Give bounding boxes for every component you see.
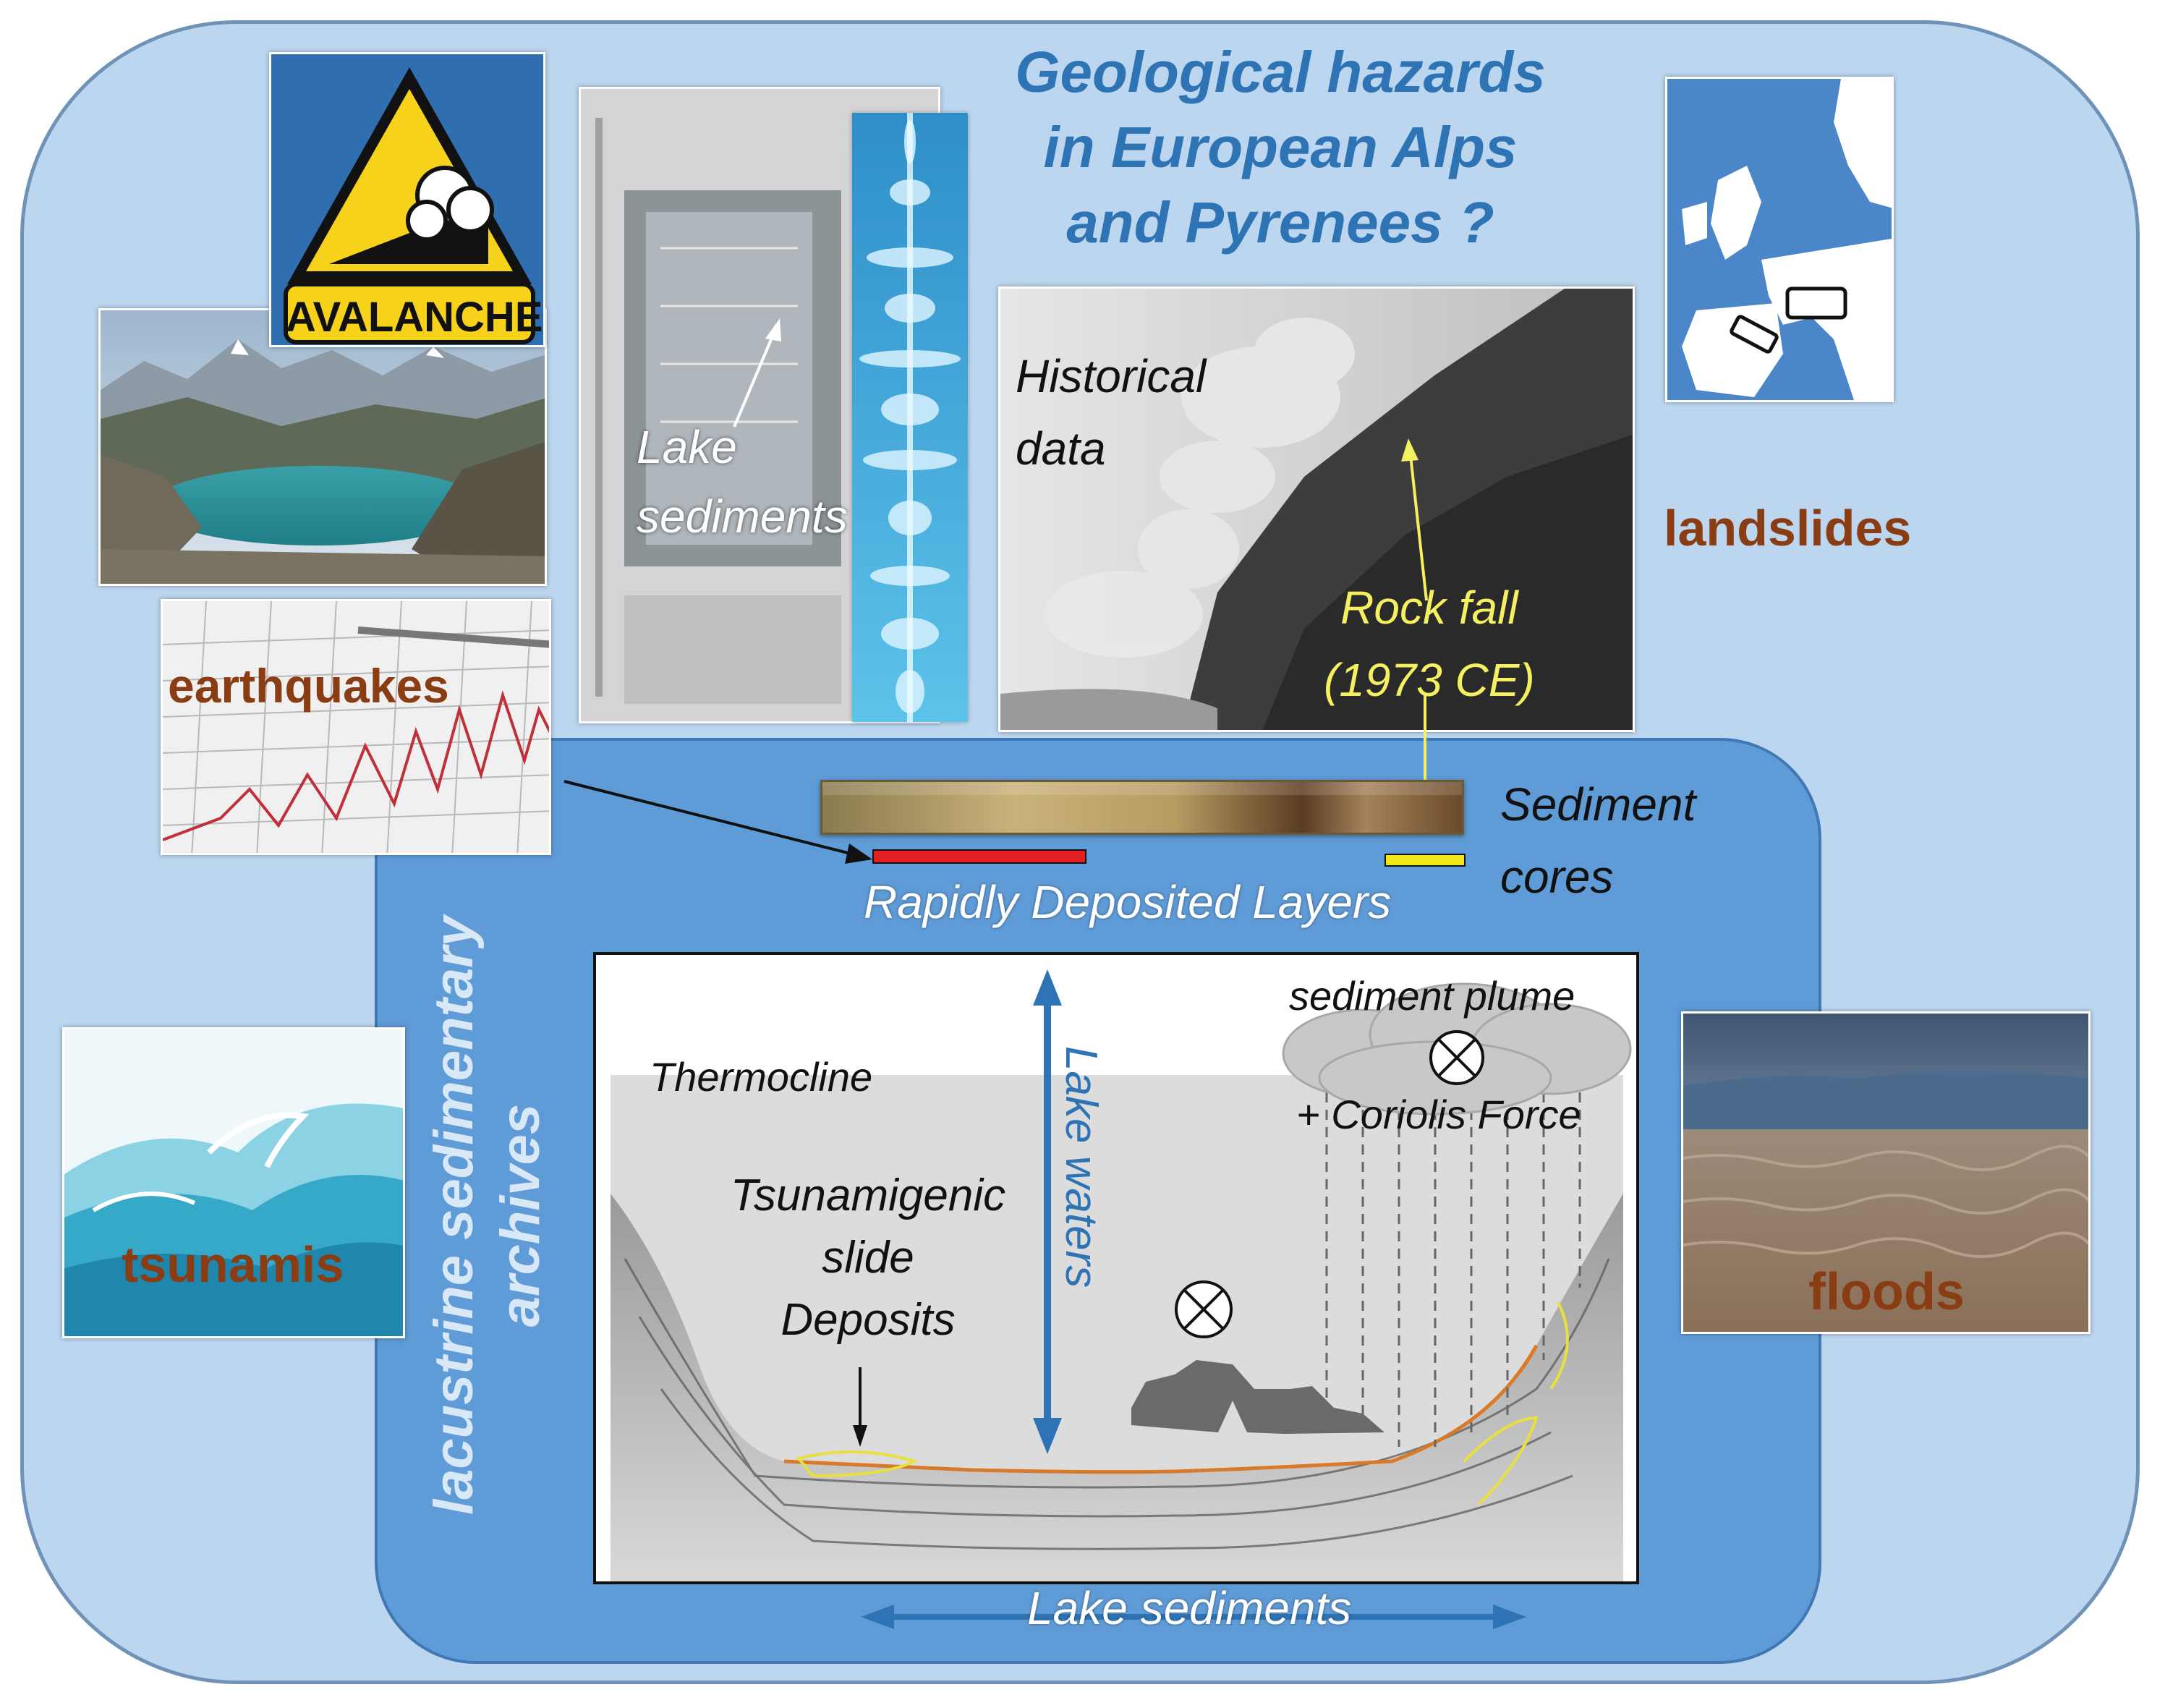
rdl-label: Rapidly Deposited Layers xyxy=(864,876,1392,928)
rockfall-label: Rock fall (1973 CE) xyxy=(1324,572,1535,716)
coriolis-label: + Coriolis Force xyxy=(1296,1092,1581,1137)
rdl-red-bar xyxy=(872,849,1086,864)
avalanche-sign-image: AVALANCHES xyxy=(269,52,545,347)
tsunamigenic-line2: slide xyxy=(822,1233,914,1283)
sediment-cores-label: Sediment cores xyxy=(1500,768,1696,913)
sediment-core-image xyxy=(820,780,1464,835)
lake-waters-label: Lake waters xyxy=(1056,1046,1106,1288)
historical-data-label: Historical data xyxy=(1016,340,1206,485)
floods-photo xyxy=(1681,1011,2090,1334)
rockfall-pointer-arrow xyxy=(1401,438,1428,601)
sediment-plume-label: sediment plume xyxy=(1289,973,1575,1019)
lake-sediments-photo-arrow xyxy=(733,318,781,428)
rockfall-line1: Rock fall xyxy=(1340,582,1518,634)
title-line-2: in European Alps xyxy=(1043,115,1518,179)
thermocline-label: Thermocline xyxy=(650,1054,873,1100)
lake-cross-section xyxy=(593,952,1639,1584)
earthquakes-label: earthquakes xyxy=(168,659,449,713)
tsunamigenic-line3: Deposits xyxy=(780,1295,956,1345)
earthquake-to-rdl-arrow xyxy=(563,780,872,864)
rdl-yellow-bar xyxy=(1385,854,1466,867)
lake-sediments-photo-label: Lake sediments xyxy=(637,412,848,551)
avalanches-label: AVALANCHES xyxy=(286,294,545,341)
title-line-3: and Pyrenees ? xyxy=(1066,190,1494,255)
tsunami-image xyxy=(62,1027,405,1338)
historical-line1: Historical xyxy=(1016,350,1207,402)
sediment-cores-line1: Sediment xyxy=(1500,778,1696,830)
landslides-label: landslides xyxy=(1664,500,1912,556)
archives-label: lacustrine sedimentary archives xyxy=(421,854,554,1577)
lake-sediments-photo-line2: sediments xyxy=(637,490,848,543)
sediment-cores-line2: cores xyxy=(1500,851,1614,903)
rockfall-line2: (1973 CE) xyxy=(1324,654,1535,706)
title-line-1: Geological hazards xyxy=(1015,40,1546,104)
lake-sediments-bottom-label: Lake sediments xyxy=(1027,1582,1352,1634)
tsunamigenic-line1: Tsunamigenic xyxy=(730,1170,1006,1220)
lake-sediments-photo-line1: Lake xyxy=(637,421,737,473)
mountain-lake-photo xyxy=(98,308,547,586)
archives-line1: lacustrine sedimentary xyxy=(423,916,485,1515)
tsunamigenic-label: Tsunamigenic slide Deposits xyxy=(680,1165,1056,1351)
europe-map xyxy=(1665,77,1894,402)
page-title: Geological hazards in European Alps and … xyxy=(897,35,1664,260)
archives-line2: archives xyxy=(490,1103,551,1327)
seismograph-image xyxy=(161,599,551,855)
historical-line2: data xyxy=(1016,422,1106,475)
sonar-signal-strip xyxy=(852,113,968,722)
lake-sediments-arrow xyxy=(861,1605,1526,1629)
rockfall-photo xyxy=(998,286,1635,732)
tsunamis-label: tsunamis xyxy=(122,1236,344,1293)
floods-label: floods xyxy=(1808,1263,1965,1321)
